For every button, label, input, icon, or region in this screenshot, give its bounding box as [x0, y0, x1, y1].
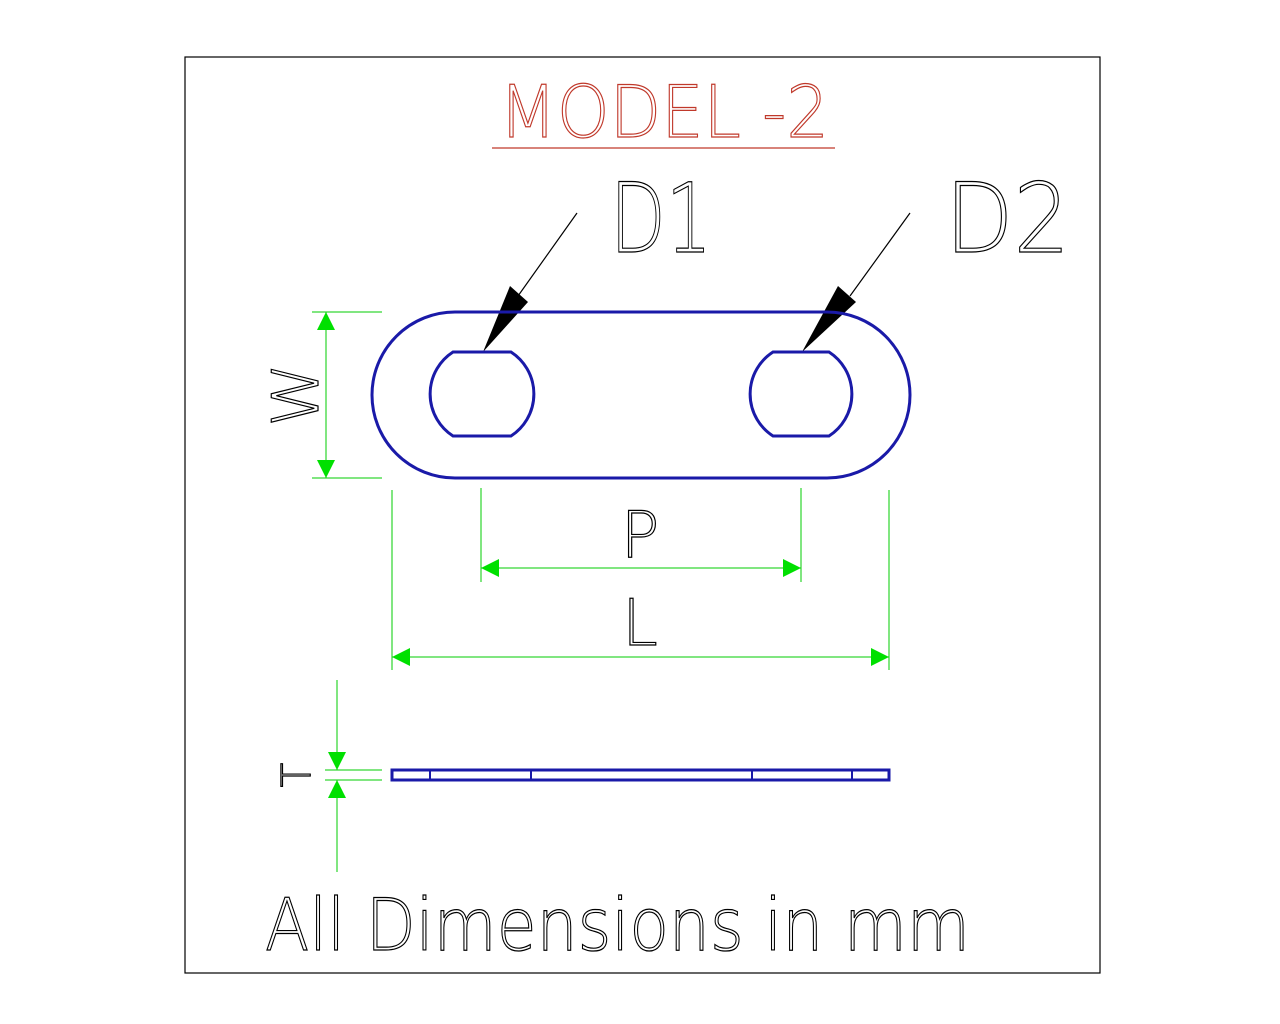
leader-d1	[483, 212, 578, 352]
drawing-title: MODEL -2	[499, 70, 829, 154]
hole-d2	[748, 350, 854, 438]
label-d2: D2	[945, 163, 1070, 275]
dimensions-note: All Dimensions in mm	[265, 883, 970, 967]
dimension-t	[325, 680, 382, 872]
side-view	[390, 768, 891, 782]
label-d1: D1	[610, 163, 712, 275]
label-p: P	[621, 499, 660, 573]
drawing-frame	[184, 56, 1101, 974]
dimension-l	[391, 490, 890, 670]
dimension-w	[312, 311, 382, 479]
hole-d1	[428, 350, 536, 438]
leader-d2	[802, 212, 911, 352]
label-l: L	[622, 587, 658, 661]
label-t: T	[274, 763, 320, 787]
link-outline	[370, 310, 912, 480]
label-w: W	[260, 363, 334, 426]
dimension-p	[480, 488, 802, 582]
